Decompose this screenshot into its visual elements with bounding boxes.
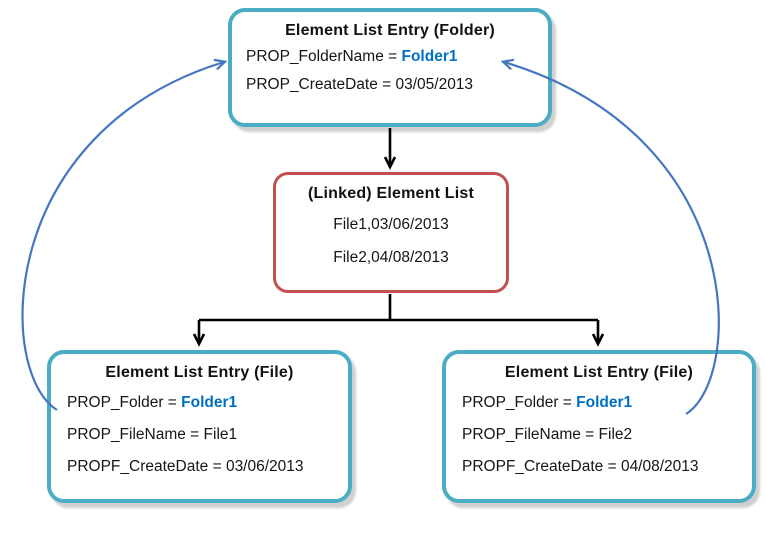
folder-entry-title: Element List Entry (Folder) bbox=[285, 22, 495, 39]
file1-folder-line: PROP_Folder = Folder1 bbox=[51, 391, 348, 414]
linked-list-title: (Linked) Element List bbox=[308, 185, 474, 202]
linked-list-row-file1: File1,03/06/2013 bbox=[333, 216, 449, 233]
folder-entry-node: Element List Entry (Folder) PROP_FolderN… bbox=[228, 8, 552, 127]
file2-folder-line: PROP_Folder = Folder1 bbox=[446, 391, 752, 414]
file2-createdate-line: PROPF_CreateDate = 04/08/2013 bbox=[462, 458, 699, 475]
file2-filename-line: PROP_FileName = File2 bbox=[462, 426, 633, 443]
file2-folder-label: PROP_Folder = bbox=[462, 394, 577, 411]
folder-name-label: PROP_FolderName = bbox=[246, 48, 402, 65]
folder-name-line: PROP_FolderName = Folder1 bbox=[232, 45, 548, 68]
file1-entry-node: Element List Entry (File) PROP_Folder = … bbox=[47, 350, 352, 503]
file2-folder-value: Folder1 bbox=[576, 394, 633, 411]
linked-list-row-file2: File2,04/08/2013 bbox=[333, 249, 449, 266]
file1-folder-label: PROP_Folder = bbox=[67, 394, 182, 411]
file1-filename-line: PROP_FileName = File1 bbox=[67, 426, 238, 443]
folder-name-value: Folder1 bbox=[401, 48, 458, 65]
file2-entry-title: Element List Entry (File) bbox=[504, 364, 694, 381]
linked-element-list-node: (Linked) Element List File1,03/06/2013 F… bbox=[273, 172, 509, 293]
branch-connector bbox=[199, 294, 598, 322]
folder-createdate-line: PROP_CreateDate = 03/05/2013 bbox=[246, 76, 474, 93]
file1-createdate-line: PROPF_CreateDate = 03/06/2013 bbox=[67, 458, 304, 475]
file2-entry-node: Element List Entry (File) PROP_Folder = … bbox=[442, 350, 756, 503]
file1-entry-title: Element List Entry (File) bbox=[105, 364, 294, 381]
file1-folder-value: Folder1 bbox=[181, 394, 238, 411]
